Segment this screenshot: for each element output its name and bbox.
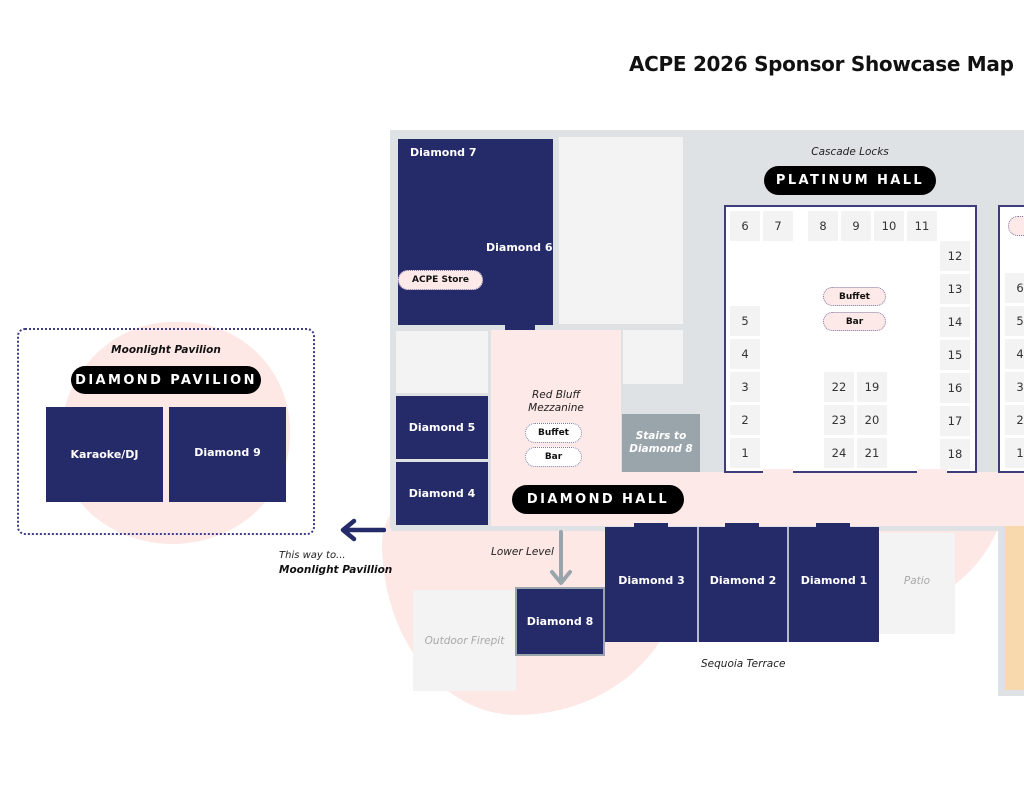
mezzanine-label-line-1: Red Bluff bbox=[531, 389, 581, 401]
booth-8[interactable]: 8 bbox=[808, 211, 838, 241]
booth-5[interactable]: 5 bbox=[1005, 306, 1024, 336]
mezzanine-label: Red Bluff Mezzanine bbox=[491, 389, 621, 415]
room-diamond-5[interactable]: Diamond 5 bbox=[396, 396, 488, 459]
booth-16[interactable]: 16 bbox=[940, 373, 970, 403]
door bbox=[917, 469, 947, 475]
diamond-pavilion-label: DIAMOND PAVILION bbox=[71, 366, 261, 394]
room-diamond-4[interactable]: Diamond 4 bbox=[396, 462, 488, 525]
room-diamond-9[interactable]: Diamond 9 bbox=[169, 407, 286, 502]
room-diamond-9-label: Diamond 9 bbox=[194, 445, 261, 459]
pavilion-subtitle: Moonlight Pavilion bbox=[111, 344, 221, 356]
booth-4[interactable]: 4 bbox=[1005, 339, 1024, 369]
booth-12[interactable]: 12 bbox=[940, 241, 970, 271]
room-diamond-7-6[interactable]: Diamond 7 Diamond 6 bbox=[398, 139, 553, 325]
booth-21[interactable]: 21 bbox=[857, 438, 887, 468]
booth-15[interactable]: 15 bbox=[940, 340, 970, 370]
booth-3[interactable]: 3 bbox=[730, 372, 760, 402]
booth-6[interactable]: 6 bbox=[730, 211, 760, 241]
mezzanine-buffet[interactable]: Buffet bbox=[525, 423, 582, 443]
booth-23[interactable]: 23 bbox=[824, 405, 854, 435]
lower-level-label: Lower Level bbox=[491, 546, 554, 558]
platinum-bar[interactable]: Bar bbox=[823, 312, 886, 331]
booth-1[interactable]: 1 bbox=[730, 438, 760, 468]
platinum-hall-label: PLATINUM HALL bbox=[764, 166, 936, 195]
booth-20[interactable]: 20 bbox=[857, 405, 887, 435]
door bbox=[763, 469, 793, 475]
booth-10[interactable]: 10 bbox=[874, 211, 904, 241]
mezzanine-label-line-2: Mezzanine bbox=[528, 402, 584, 414]
platinum-hall-subtitle: Cascade Locks bbox=[811, 146, 889, 158]
booth-5[interactable]: 5 bbox=[730, 306, 760, 336]
divider bbox=[787, 527, 789, 642]
booth-1[interactable]: 1 bbox=[1005, 438, 1024, 468]
room-diamond-3[interactable]: Diamond 3 bbox=[606, 527, 697, 642]
booth-2[interactable]: 2 bbox=[1005, 405, 1024, 435]
room-diamond-6-label: Diamond 6 bbox=[486, 241, 553, 254]
room-diamond-7-label: Diamond 7 bbox=[410, 146, 477, 159]
door bbox=[725, 523, 759, 528]
unused-room bbox=[396, 331, 488, 393]
booth-18[interactable]: 18 bbox=[940, 439, 970, 469]
door bbox=[816, 523, 850, 528]
patio: Patio bbox=[879, 533, 955, 634]
booth-11[interactable]: 11 bbox=[907, 211, 937, 241]
acpe-store-badge[interactable]: ACPE Store bbox=[398, 270, 483, 290]
booth-4[interactable]: 4 bbox=[730, 339, 760, 369]
room-diamond-1[interactable]: Diamond 1 bbox=[789, 527, 879, 642]
orange-area bbox=[1005, 526, 1024, 690]
room-diamond-8[interactable]: Diamond 8 bbox=[515, 587, 605, 656]
booth-24[interactable]: 24 bbox=[824, 438, 854, 468]
platinum-buffet[interactable]: Buffet bbox=[823, 287, 886, 306]
sequoia-terrace-label: Sequoia Terrace bbox=[701, 658, 786, 670]
booth-7[interactable]: 7 bbox=[763, 211, 793, 241]
booth-19[interactable]: 19 bbox=[857, 372, 887, 402]
booth-13[interactable]: 13 bbox=[940, 274, 970, 304]
unused-room bbox=[623, 330, 683, 384]
room-karaoke-dj[interactable]: Karaoke/DJ bbox=[46, 407, 163, 502]
booth-3[interactable]: 3 bbox=[1005, 372, 1024, 402]
booth-6[interactable]: 6 bbox=[1005, 273, 1024, 303]
stairs-to-diamond-8[interactable]: Stairs to Diamond 8 bbox=[622, 414, 700, 472]
moonlight-pavilion-area[interactable] bbox=[17, 328, 315, 535]
stairs-label-line-2: Diamond 8 bbox=[629, 443, 693, 455]
booth-9[interactable]: 9 bbox=[841, 211, 871, 241]
stairs-label-line-1: Stairs to bbox=[635, 430, 687, 442]
down-arrow-icon bbox=[550, 530, 572, 585]
door bbox=[634, 523, 668, 528]
second-hall-badge[interactable] bbox=[1008, 216, 1024, 236]
booth-22[interactable]: 22 bbox=[824, 372, 854, 402]
diamond-hall-label: DIAMOND HALL bbox=[512, 485, 684, 514]
direction-line-2: Moonlight Pavillion bbox=[279, 564, 393, 576]
booth-2[interactable]: 2 bbox=[730, 405, 760, 435]
mezzanine-bar[interactable]: Bar bbox=[525, 447, 582, 467]
booth-14[interactable]: 14 bbox=[940, 307, 970, 337]
outdoor-firepit: Outdoor Firepit bbox=[413, 590, 516, 691]
unused-room bbox=[559, 137, 683, 324]
booth-17[interactable]: 17 bbox=[940, 406, 970, 436]
left-arrow-icon bbox=[340, 518, 386, 542]
door bbox=[505, 322, 535, 330]
room-diamond-2[interactable]: Diamond 2 bbox=[699, 527, 787, 642]
divider bbox=[697, 527, 699, 642]
direction-line-1: This way to... bbox=[279, 550, 346, 561]
map-title: ACPE 2026 Sponsor Showcase Map bbox=[629, 52, 1014, 76]
